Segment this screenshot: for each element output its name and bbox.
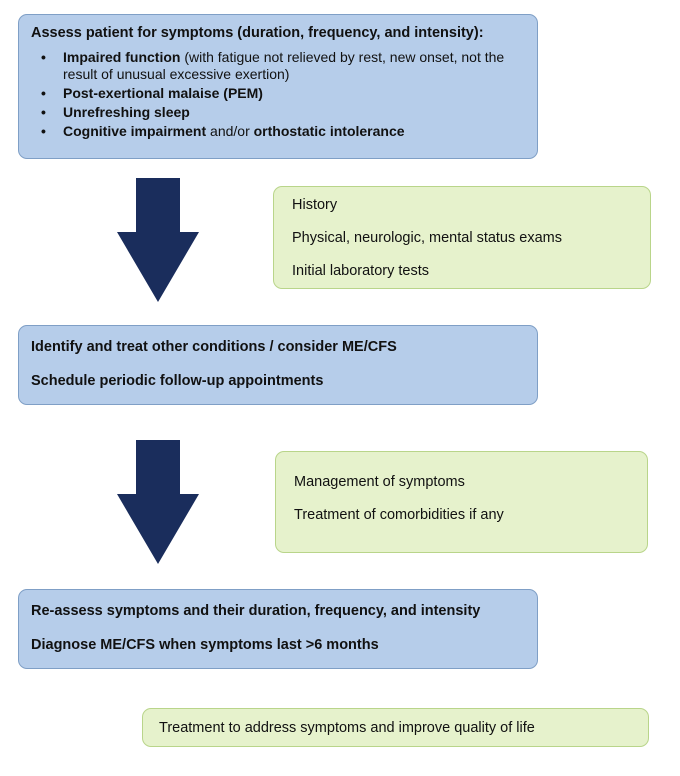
symptom-label-2: orthostatic intolerance <box>253 123 405 139</box>
reassess-box: Re-assess symptoms and their duration, f… <box>18 589 538 669</box>
symptom-label: Unrefreshing sleep <box>63 104 190 120</box>
down-arrow-shape <box>117 178 199 302</box>
down-arrow-2 <box>117 440 199 564</box>
symptom-label: Post-exertional malaise (PEM) <box>63 85 263 101</box>
down-arrow-1 <box>117 178 199 302</box>
identify-treat-line: Identify and treat other conditions / co… <box>31 339 397 355</box>
symptom-connector: and/or <box>206 123 254 139</box>
down-arrow-shape <box>117 440 199 564</box>
reassess-line: Re-assess symptoms and their duration, f… <box>31 603 481 619</box>
symptom-cognitive-orthostatic: Cognitive impairment and/or orthostatic … <box>41 123 525 140</box>
evaluation-lab-tests: Initial laboratory tests <box>292 263 430 279</box>
evaluation-box: History Physical, neurologic, mental sta… <box>273 186 651 289</box>
identify-treat-box: Identify and treat other conditions / co… <box>18 325 538 405</box>
symptom-impaired-function: Impaired function (with fatigue not reli… <box>41 49 525 83</box>
diagnose-line: Diagnose ME/CFS when symptoms last >6 mo… <box>31 637 379 653</box>
treatment-box: Treatment to address symptoms and improv… <box>142 708 649 747</box>
management-symptoms: Management of symptoms <box>294 474 465 490</box>
assess-symptoms-box: Assess patient for symptoms (duration, f… <box>18 14 538 159</box>
symptom-label: Impaired function <box>63 49 181 65</box>
evaluation-history: History <box>292 197 338 213</box>
symptom-pem: Post-exertional malaise (PEM) <box>41 85 525 102</box>
symptom-list: Impaired function (with fatigue not reli… <box>31 49 525 140</box>
management-comorbidities: Treatment of comorbidities if any <box>294 507 504 523</box>
symptom-detail: (with fatigue not relieved by rest, new … <box>63 49 505 82</box>
management-box: Management of symptoms Treatment of como… <box>275 451 648 553</box>
treatment-text: Treatment to address symptoms and improv… <box>159 720 535 736</box>
symptom-unrefreshing-sleep: Unrefreshing sleep <box>41 104 525 121</box>
evaluation-exams: Physical, neurologic, mental status exam… <box>292 230 562 246</box>
assess-heading: Assess patient for symptoms (duration, f… <box>31 25 484 41</box>
followup-line: Schedule periodic follow-up appointments <box>31 373 324 389</box>
symptom-label: Cognitive impairment <box>63 123 207 139</box>
